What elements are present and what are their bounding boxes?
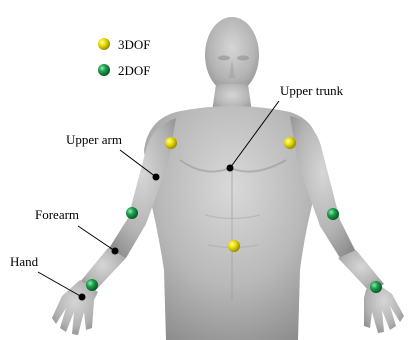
legend-2dof-swatch — [98, 64, 110, 76]
2dof-joint-left-elbow — [126, 207, 138, 219]
2dof-joint-right-elbow — [327, 208, 339, 220]
legend-2dof-label: 2DOF — [118, 64, 151, 77]
legend-3dof-label: 3DOF — [118, 38, 151, 51]
forearm-pointer — [78, 226, 115, 251]
right-hand — [364, 280, 404, 333]
forearm-point — [112, 248, 119, 255]
forearm-label: Forearm — [35, 208, 79, 221]
hand-point — [79, 294, 86, 301]
upper-arm-point — [153, 174, 160, 181]
3dof-joint-right-shoulder — [284, 137, 296, 149]
upper-trunk-label: Upper trunk — [280, 84, 343, 97]
3dof-joint-left-shoulder — [165, 137, 177, 149]
2dof-joint-left-wrist — [86, 279, 98, 291]
upper-arm-label: Upper arm — [66, 133, 122, 146]
hand-label: Hand — [10, 255, 38, 268]
legend-3dof-swatch — [98, 38, 110, 50]
2dof-joint-right-wrist — [370, 281, 382, 293]
3dof-joint-waist — [228, 240, 240, 252]
upper-trunk-point — [227, 165, 234, 172]
head — [205, 17, 259, 93]
